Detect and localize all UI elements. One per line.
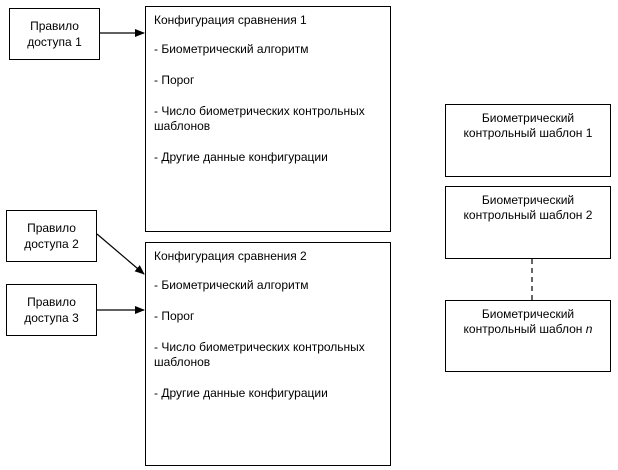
biometric-template-2: Биометрический контрольный шаблон 2 (445, 186, 611, 259)
template-n-line1: Биометрический (481, 307, 575, 321)
config-1-item-template-count: - Число биометрических контрольных шабло… (154, 104, 365, 133)
access-rule-2: Правило доступа 2 (6, 210, 97, 262)
config-1-item-threshold: - Порог (154, 73, 195, 87)
template-2-line1: Биометрический (481, 193, 575, 207)
config-1-item-other: - Другие данные конфигурации (154, 150, 328, 164)
access-rule-2-line2: доступа 2 (24, 237, 79, 251)
config-2-item-other: - Другие данные конфигурации (154, 386, 328, 400)
access-rule-3: Правило доступа 3 (6, 284, 97, 336)
config-2-item-threshold: - Порог (154, 309, 195, 323)
template-n-line2: контрольный шаблон n (464, 322, 593, 337)
access-rule-3-line1: Правило (27, 295, 76, 309)
comparison-config-2: Конфигурация сравнения 2 - Биометрически… (145, 242, 391, 466)
biometric-template-1: Биометрический контрольный шаблон 1 (445, 104, 611, 177)
access-rule-2-line1: Правило (27, 221, 76, 235)
template-n-index: n (585, 322, 593, 336)
access-rule-1: Правило доступа 1 (9, 8, 100, 60)
access-rule-3-line2: доступа 3 (24, 311, 79, 325)
access-rule-1-line2: доступа 1 (27, 35, 82, 49)
comparison-config-1: Конфигурация сравнения 1 - Биометрически… (145, 6, 391, 232)
template-n-line2-text: контрольный шаблон (463, 322, 586, 336)
template-2-line2: контрольный шаблон 2 (463, 208, 593, 222)
arrow-rule2-to-config2 (96, 233, 145, 275)
template-1-line1: Биометрический (481, 111, 575, 125)
config-2-item-template-count: - Число биометрических контрольных шабло… (154, 340, 365, 369)
access-rule-1-line1: Правило (30, 19, 79, 33)
comparison-config-2-title: Конфигурация сравнения 2 (154, 249, 307, 263)
comparison-config-1-title: Конфигурация сравнения 1 (154, 13, 307, 27)
config-2-item-algorithm: - Биометрический алгоритм (154, 278, 309, 292)
config-1-item-algorithm: - Биометрический алгоритм (154, 42, 309, 56)
template-1-line2: контрольный шаблон 1 (463, 126, 593, 140)
biometric-template-n: Биометрический контрольный шаблон n (445, 300, 611, 372)
